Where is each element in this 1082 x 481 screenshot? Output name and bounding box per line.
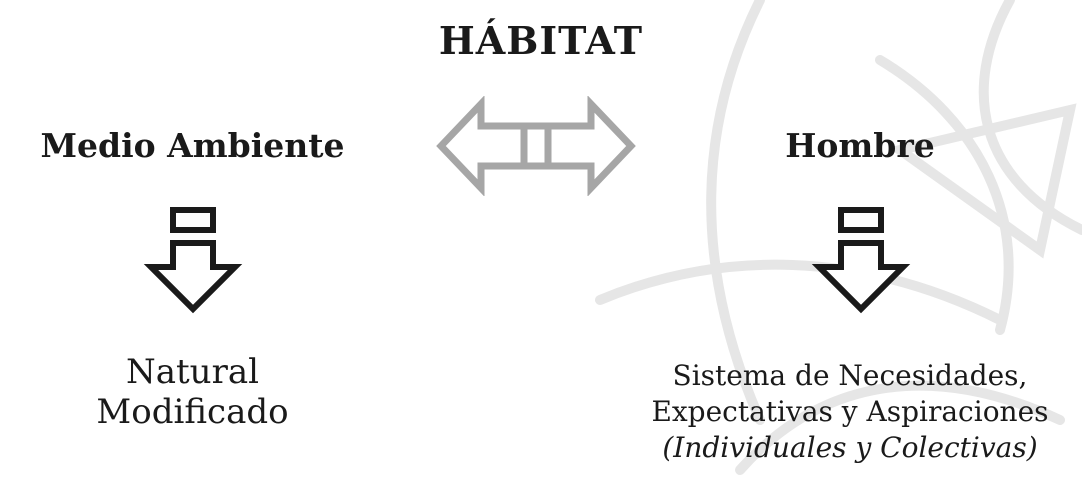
list-item-modificado: Modificado [96,392,289,432]
list-item-natural: Natural [126,352,259,392]
heading-hombre: Hombre [785,126,935,165]
line-individuales: (Individuales y Colectivas) [662,431,1038,464]
hombre-description: Sistema de Necesidades, Expectativas y A… [620,358,1080,466]
line-sistema: Sistema de Necesidades, [672,359,1028,392]
double-headed-arrow-icon [436,96,636,196]
down-arrow-icon [811,207,911,314]
line-expectativas: Expectativas y Aspiraciones [651,395,1049,428]
down-arrow-icon [143,207,243,314]
heading-medio-ambiente: Medio Ambiente [40,126,345,165]
medio-ambiente-list: Natural Modificado [0,352,385,432]
page-title: HÁBITAT [438,18,644,63]
